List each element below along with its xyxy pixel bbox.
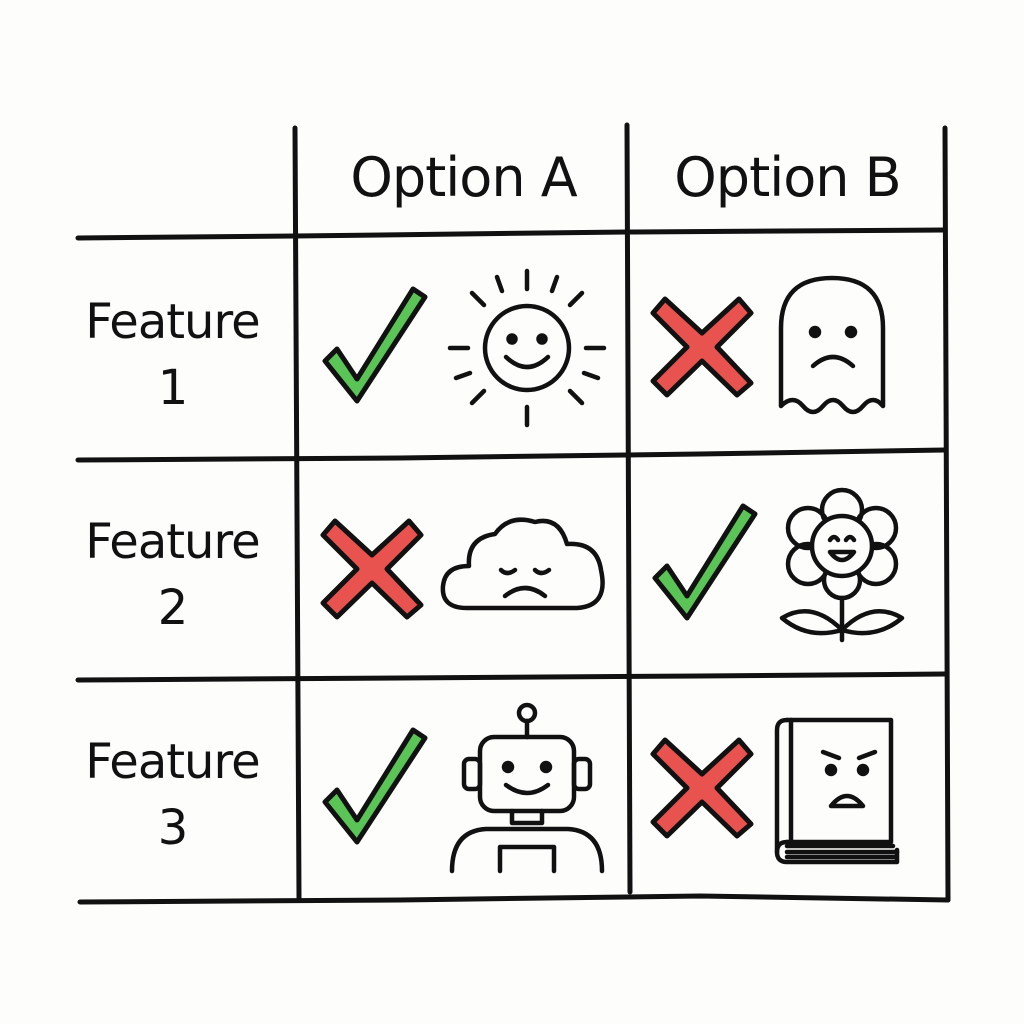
grid-line-v3 [942, 125, 951, 903]
row-label-feature-2: Feature 2 [60, 480, 285, 670]
flower-smiling-icon [772, 480, 912, 650]
check-icon [317, 724, 432, 854]
column-header-option-a: Option A [350, 146, 577, 209]
ghost-sad-icon [767, 266, 897, 426]
cross-icon [647, 732, 757, 842]
cell-feature-2-option-b [635, 458, 943, 672]
grid-line-h2 [75, 671, 948, 683]
cross-icon [317, 513, 427, 623]
grid-line-v2 [624, 122, 633, 895]
robot-smiling-icon [442, 699, 612, 879]
grid-line-h1 [75, 447, 948, 463]
row-label-feature-3: Feature 3 [60, 700, 285, 890]
grid-line-h3 [77, 893, 951, 905]
row-label-number: 3 [157, 800, 189, 856]
row-label-number: 2 [157, 580, 189, 636]
grid-line-h-header [75, 227, 948, 241]
cell-feature-1-option-b [635, 240, 943, 452]
cell-feature-3-option-a [305, 682, 625, 896]
cloud-sad-icon [437, 508, 612, 628]
row-label-text: Feature [85, 294, 260, 350]
book-sad-icon [767, 702, 907, 872]
grid-line-v1 [292, 125, 302, 901]
sun-smiling-icon [442, 263, 612, 433]
cell-feature-1-option-a [305, 242, 625, 454]
cell-feature-2-option-a [305, 462, 625, 674]
cell-feature-3-option-b [635, 678, 943, 896]
row-label-number: 1 [157, 360, 189, 416]
check-icon [647, 500, 762, 630]
column-header-option-b: Option B [674, 146, 901, 209]
row-label-text: Feature [85, 734, 260, 790]
cross-icon [647, 291, 757, 401]
row-label-text: Feature [85, 514, 260, 570]
row-label-feature-1: Feature 1 [60, 260, 285, 450]
check-icon [317, 283, 432, 413]
